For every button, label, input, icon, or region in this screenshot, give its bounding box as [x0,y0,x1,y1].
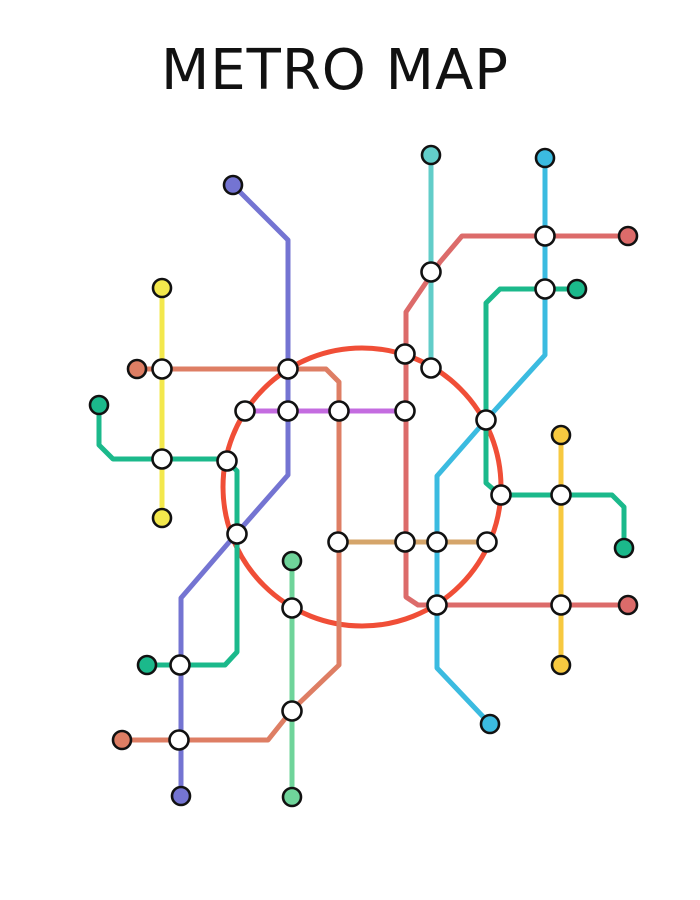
transfer-station [420,261,442,283]
terminal-station [170,785,192,807]
terminal-station [617,594,639,616]
page-title: METRO MAP [160,38,510,103]
transfer-station [216,450,238,472]
purple-blue-line [178,182,291,798]
terminal-station [222,174,244,196]
transfer-station [327,531,349,553]
terminal-station [151,277,173,299]
terminal-station [566,278,588,300]
terminal-station [613,537,635,559]
terminal-station [281,786,303,808]
transfer-station [426,594,448,616]
terminal-station [550,424,572,446]
red-line [403,233,631,608]
terminal-station [479,713,501,735]
transfer-station [550,484,572,506]
terminal-station [550,654,572,676]
transfer-station [534,225,556,247]
sky-blue-line [434,155,548,727]
green-line-left [96,402,240,668]
transfer-station [476,531,498,553]
terminal-station [136,654,158,676]
transfer-station [394,531,416,553]
transfer-station [394,343,416,365]
transfer-station [281,597,303,619]
terminal-station [111,729,133,751]
terminal-station [126,358,148,380]
transfer-station [420,357,442,379]
transfer-station [475,409,497,431]
terminal-station [88,394,110,416]
green-line-right [483,286,627,551]
transfer-station [550,594,572,616]
transfer-station [394,400,416,422]
transfer-station [168,729,190,751]
transfer-station [281,700,303,722]
transfer-station [426,531,448,553]
terminal-station [420,144,442,166]
salmon-line [119,366,342,743]
transfer-station [151,358,173,380]
circle-line [220,345,504,629]
transfer-station [234,400,256,422]
terminal-station [151,507,173,529]
transfer-station [328,400,350,422]
transfer-station [169,654,191,676]
transfer-station [534,278,556,300]
transfer-station [226,523,248,545]
terminal-station [281,550,303,572]
terminal-station [534,147,556,169]
transfer-station [277,400,299,422]
transfer-station [151,448,173,470]
terminal-station [617,225,639,247]
transfer-station [277,358,299,380]
transfer-station [490,484,512,506]
